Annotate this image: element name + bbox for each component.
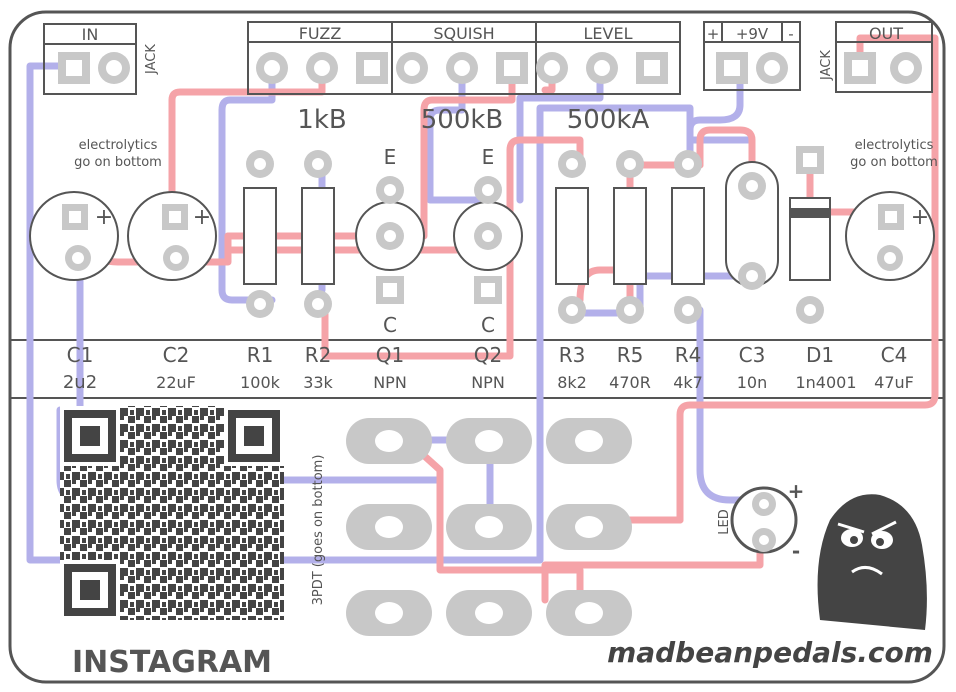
resistor-r5 bbox=[613, 150, 647, 324]
level-connector: LEVEL bbox=[535, 21, 681, 95]
level-pot-value: 500kA bbox=[567, 105, 650, 135]
led: LED + - bbox=[717, 479, 804, 563]
q2-emitter-label: E bbox=[482, 145, 495, 169]
power-label: +9V bbox=[736, 25, 769, 43]
ref-q2: Q2 bbox=[474, 343, 502, 367]
note-electrolytics-right-2: go on bottom bbox=[850, 155, 938, 170]
resistor-r3 bbox=[555, 150, 589, 324]
in-connector: IN JACK bbox=[43, 23, 159, 95]
led-plus: + bbox=[788, 479, 805, 503]
val-r2: 33k bbox=[303, 373, 333, 392]
ref-r4: R4 bbox=[675, 343, 702, 367]
ref-r1: R1 bbox=[247, 343, 274, 367]
instagram-qr-code bbox=[60, 406, 284, 620]
capacitor-c1: + bbox=[29, 191, 119, 281]
note-electrolytics-left-1: electrolytics bbox=[79, 138, 158, 153]
out-connector: OUT JACK bbox=[819, 21, 933, 93]
c2-plus: + bbox=[193, 205, 211, 230]
val-c4: 47uF bbox=[874, 373, 914, 392]
capacitor-c4: + bbox=[845, 191, 935, 281]
val-c1: 2u2 bbox=[63, 372, 97, 393]
squish-pot-value: 500kB bbox=[421, 105, 504, 135]
val-d1: 1n4001 bbox=[795, 373, 856, 392]
resistor-r1 bbox=[243, 150, 277, 318]
transistor-q2: E C bbox=[453, 145, 523, 337]
squish-connector: SQUISH bbox=[391, 21, 537, 95]
out-jack-label: JACK bbox=[819, 50, 834, 81]
note-electrolytics-right-1: electrolytics bbox=[855, 138, 934, 153]
squish-label: SQUISH bbox=[433, 24, 494, 43]
power-plus: + bbox=[707, 25, 720, 43]
note-electrolytics-left-2: go on bottom bbox=[74, 155, 162, 170]
brand-label: madbeanpedals.com bbox=[607, 636, 933, 669]
resistor-r4 bbox=[671, 150, 705, 324]
val-r5: 470R bbox=[609, 373, 651, 392]
switch-note: 3PDT (goes on bottom) bbox=[311, 455, 326, 606]
instagram-label: INSTAGRAM bbox=[72, 645, 272, 680]
val-r1: 100k bbox=[240, 373, 281, 392]
ref-d1: D1 bbox=[806, 343, 834, 367]
led-minus: - bbox=[792, 539, 800, 563]
power-minus: - bbox=[788, 25, 793, 43]
ref-r5: R5 bbox=[617, 343, 644, 367]
level-label: LEVEL bbox=[584, 24, 633, 43]
c1-plus: + bbox=[95, 205, 113, 230]
capacitor-c3 bbox=[725, 161, 779, 290]
val-r4: 4k7 bbox=[673, 373, 703, 392]
power-connector: + +9V - bbox=[703, 21, 801, 91]
ref-c2: C2 bbox=[163, 343, 190, 367]
val-c2: 22uF bbox=[156, 373, 196, 392]
diode-d1 bbox=[789, 146, 831, 324]
q2-collector-label: C bbox=[481, 313, 495, 337]
led-label: LED bbox=[717, 509, 732, 534]
ref-r3: R3 bbox=[559, 343, 586, 367]
fuzz-label: FUZZ bbox=[299, 24, 342, 43]
in-jack-label: JACK bbox=[144, 44, 159, 75]
ref-r2: R2 bbox=[305, 343, 332, 367]
capacitor-c2: + bbox=[127, 191, 217, 281]
ref-c1: C1 bbox=[67, 343, 94, 367]
ref-q1: Q1 bbox=[376, 343, 404, 367]
c4-plus: + bbox=[911, 205, 929, 230]
out-label: OUT bbox=[869, 24, 903, 43]
ref-c3: C3 bbox=[739, 343, 766, 367]
in-label: IN bbox=[82, 25, 99, 44]
resistor-r2 bbox=[301, 150, 335, 318]
val-q1: NPN bbox=[373, 373, 407, 392]
val-q2: NPN bbox=[471, 373, 505, 392]
madbean-mascot-logo bbox=[817, 494, 927, 630]
transistor-q1: E C bbox=[355, 145, 425, 337]
val-c3: 10n bbox=[737, 373, 768, 392]
val-r3: 8k2 bbox=[557, 373, 587, 392]
part-labels: C1 2u2 C2 22uF R1 100k R2 33k Q1 NPN Q2 … bbox=[63, 343, 914, 393]
fuzz-pot-value: 1kB bbox=[297, 105, 346, 135]
q1-emitter-label: E bbox=[384, 145, 397, 169]
ref-c4: C4 bbox=[881, 343, 908, 367]
q1-collector-label: C bbox=[383, 313, 397, 337]
